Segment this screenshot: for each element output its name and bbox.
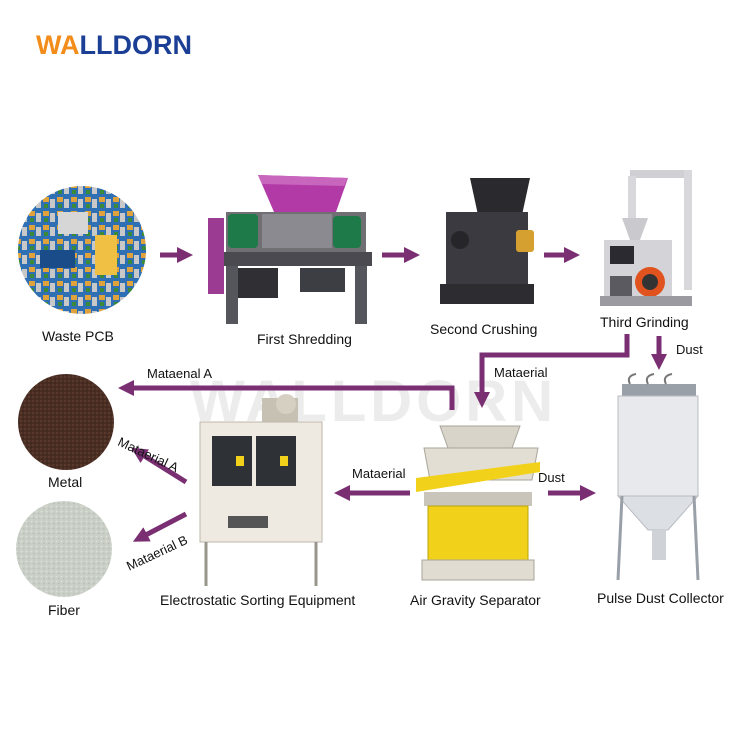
first-shredder-image: [208, 175, 372, 324]
flow-label-dust-separator: Dust: [538, 470, 565, 485]
arrow-sorting-to-fiber: [132, 511, 188, 542]
flow-label-material-grinding: Mataerial: [494, 365, 548, 380]
fiber-powder-image: [16, 501, 112, 597]
label-air-gravity: Air Gravity Separator: [410, 592, 541, 608]
label-fiber: Fiber: [48, 602, 80, 618]
air-gravity-separator-image: [416, 425, 540, 581]
walldorn-logo: WALLDORN: [36, 30, 192, 60]
arrow-sorting-to-metal: [131, 447, 188, 485]
flow-label-separator-sorting: Mataerial: [352, 466, 406, 481]
label-second-crushing: Second Crushing: [430, 321, 538, 337]
second-crusher-image: [440, 178, 534, 304]
third-grinder-image: [600, 170, 692, 306]
label-pulse-dust: Pulse Dust Collector: [597, 590, 724, 606]
flow-label-dust-grinding: Dust: [676, 342, 703, 357]
metal-powder-image: [18, 374, 114, 470]
flow-arrows: [117, 246, 668, 542]
label-third-grinding: Third Grinding: [600, 314, 689, 330]
arrow-grinding-to-separator: [473, 334, 630, 409]
waste-pcb-image: [18, 186, 146, 314]
electrostatic-sorter-image: [199, 394, 323, 586]
label-waste-pcb: Waste PCB: [42, 328, 114, 344]
arrow-separator-to-metal: [117, 379, 455, 410]
flow-label-mataenal-a: Mataenal A: [147, 366, 213, 381]
label-first-shredding: First Shredding: [257, 331, 352, 347]
label-metal: Metal: [48, 474, 83, 490]
label-electrostatic: Electrostatic Sorting Equipment: [160, 592, 356, 608]
pulse-dust-collector-image: [616, 373, 700, 581]
